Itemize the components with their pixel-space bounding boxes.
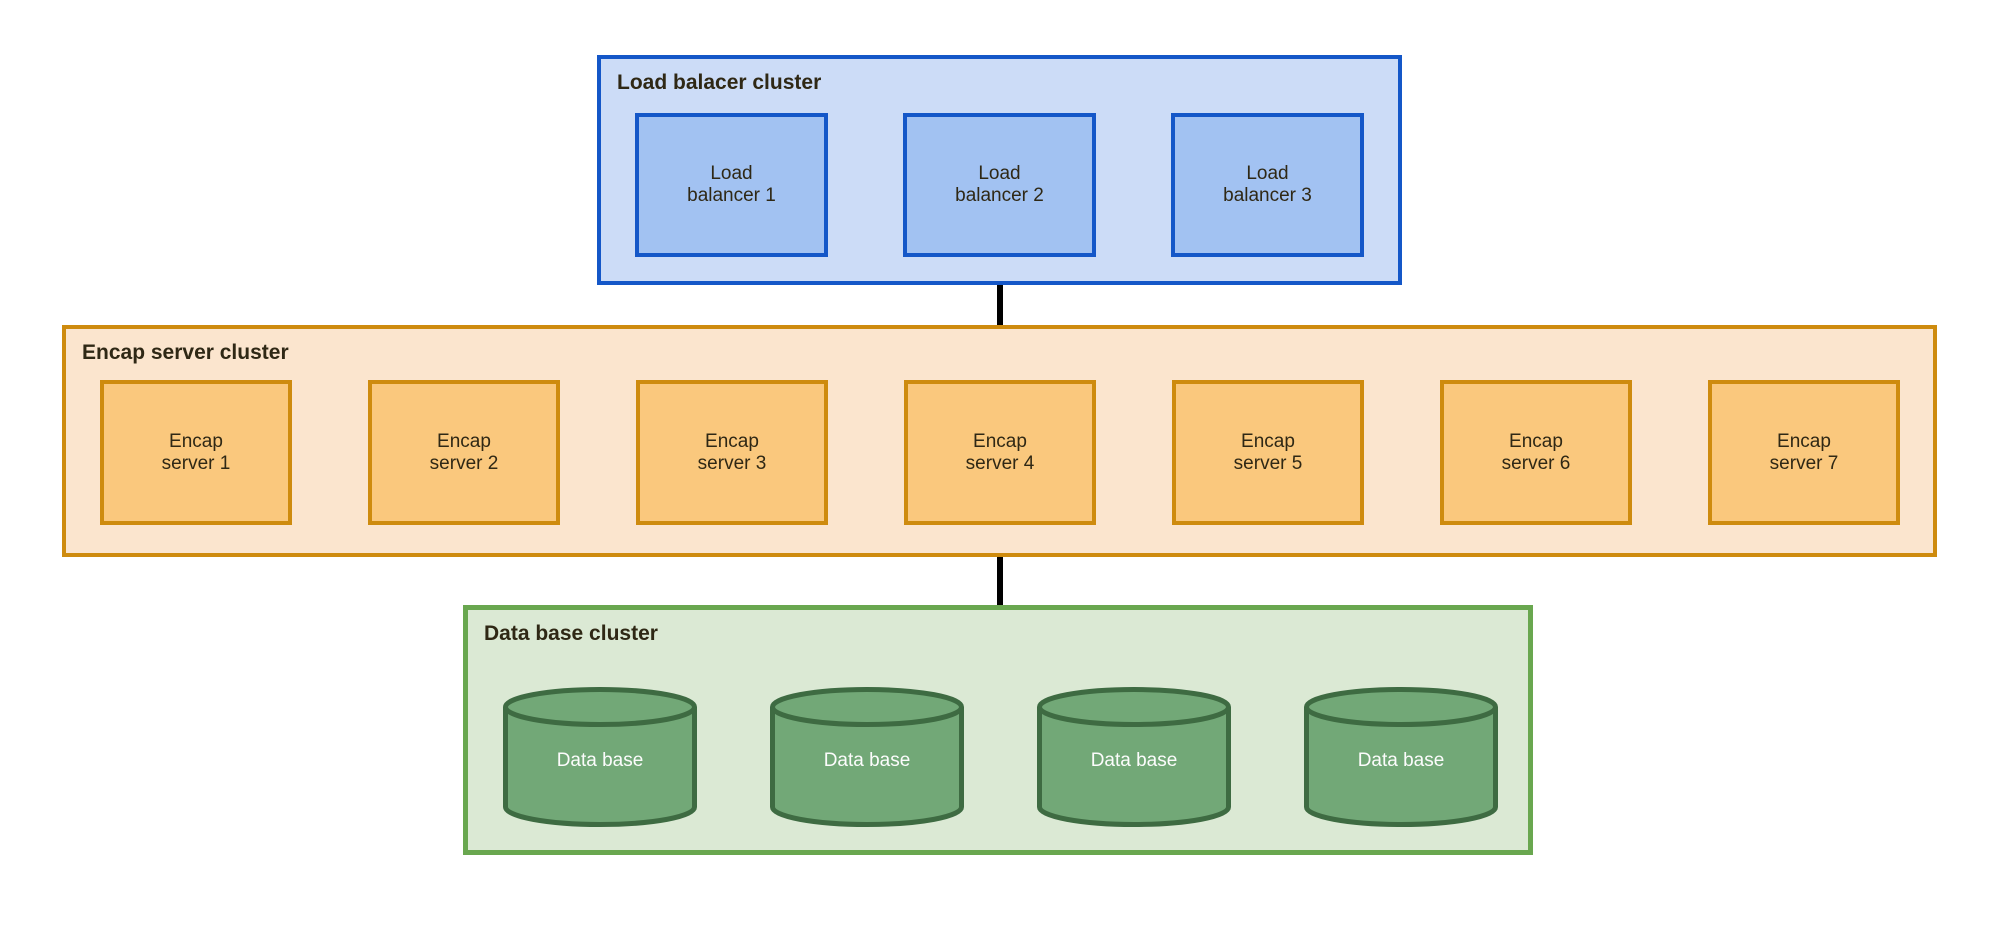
- database-node-4: Data base: [1304, 687, 1498, 827]
- encap-server-1-node: Encap server 1: [100, 380, 292, 525]
- encap-server-6-node: Encap server 6: [1440, 380, 1632, 525]
- load-balancer-2-node: Load balancer 2: [903, 113, 1096, 257]
- load-balancer-1-node: Load balancer 1: [635, 113, 828, 257]
- load-balancer-cluster-title: Load balacer cluster: [617, 71, 822, 94]
- database-cylinder-icon: [770, 687, 964, 827]
- encap-server-7-label: Encap server 7: [1769, 430, 1839, 474]
- encap-server-1-label: Encap server 1: [161, 430, 231, 474]
- encap-server-2-label: Encap server 2: [429, 430, 499, 474]
- load-balancer-cluster-container: Load balacer cluster Load balancer 1 Loa…: [597, 55, 1402, 285]
- database-node-1: Data base: [503, 687, 697, 827]
- connector-encap-to-db: [997, 557, 1003, 605]
- connector-lb-to-encap: [997, 285, 1003, 325]
- database-node-4-label: Data base: [1357, 750, 1445, 771]
- encap-server-4-node: Encap server 4: [904, 380, 1096, 525]
- database-node-1-label: Data base: [556, 750, 644, 771]
- encap-server-3-label: Encap server 3: [697, 430, 767, 474]
- encap-server-5-label: Encap server 5: [1233, 430, 1303, 474]
- load-balancer-1-label: Load balancer 1: [687, 163, 776, 206]
- load-balancer-3-node: Load balancer 3: [1171, 113, 1364, 257]
- database-cylinder-icon: [1037, 687, 1231, 827]
- database-cluster-title: Data base cluster: [484, 622, 658, 645]
- encap-server-cluster-container: Encap server cluster Encap server 1 Enca…: [62, 325, 1937, 557]
- load-balancer-3-label: Load balancer 3: [1223, 163, 1312, 206]
- encap-server-2-node: Encap server 2: [368, 380, 560, 525]
- encap-server-3-node: Encap server 3: [636, 380, 828, 525]
- database-node-2: Data base: [770, 687, 964, 827]
- encap-server-6-label: Encap server 6: [1501, 430, 1571, 474]
- encap-server-cluster-title: Encap server cluster: [82, 341, 289, 364]
- database-node-2-label: Data base: [823, 750, 911, 771]
- encap-server-7-node: Encap server 7: [1708, 380, 1900, 525]
- database-node-3: Data base: [1037, 687, 1231, 827]
- database-cylinder-icon: [503, 687, 697, 827]
- load-balancer-2-label: Load balancer 2: [955, 163, 1044, 206]
- encap-server-4-label: Encap server 4: [965, 430, 1035, 474]
- database-cluster-container: Data base cluster Data base Data base Da…: [463, 605, 1533, 855]
- database-cylinder-icon: [1304, 687, 1498, 827]
- database-node-3-label: Data base: [1090, 750, 1178, 771]
- encap-server-5-node: Encap server 5: [1172, 380, 1364, 525]
